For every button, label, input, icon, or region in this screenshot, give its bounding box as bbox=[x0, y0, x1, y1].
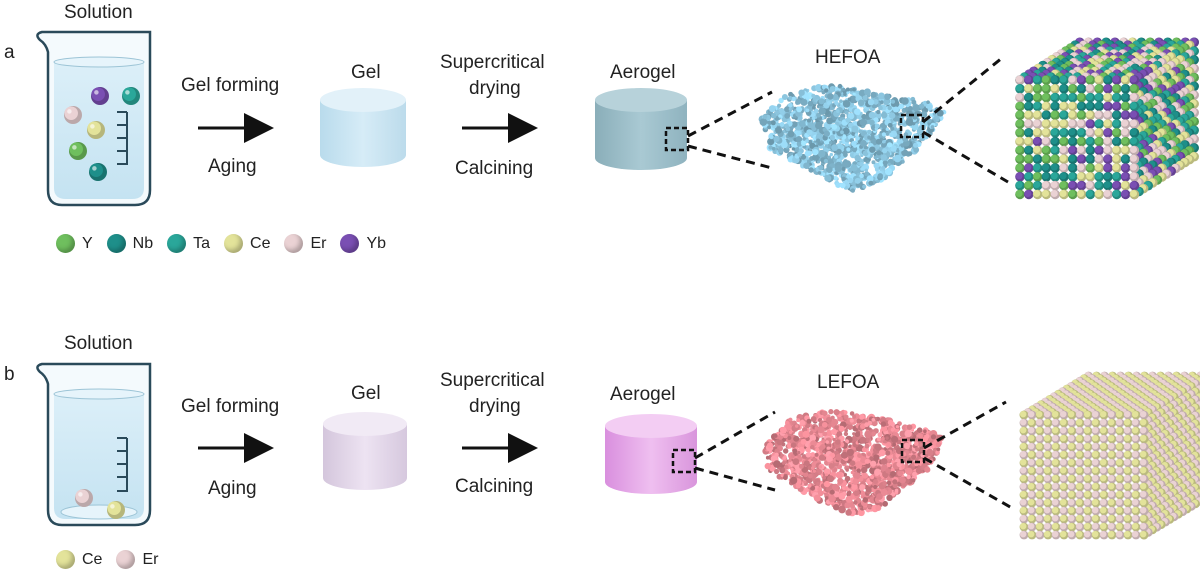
gel-label-b: Gel bbox=[351, 383, 381, 404]
step2-top-line2-b: drying bbox=[469, 396, 521, 417]
gel-cylinder-a bbox=[320, 88, 406, 167]
aerogel-cylinder-a bbox=[595, 88, 690, 170]
zoom-lines-a1 bbox=[687, 90, 773, 170]
atom-ball-icon bbox=[224, 234, 244, 253]
panel-a-legend-label: Ta bbox=[193, 234, 211, 252]
step2-top-line2-a: drying bbox=[469, 78, 521, 99]
panel-a-legend-item: Y bbox=[56, 234, 93, 253]
beaker-b bbox=[36, 362, 152, 527]
panel-b-legend-item: Er bbox=[116, 550, 158, 569]
aerogel-label-b: Aerogel bbox=[610, 384, 676, 405]
hefoa-atom-cube bbox=[1015, 37, 1199, 200]
atom-ball-icon bbox=[340, 234, 360, 253]
zoom-lines-b2 bbox=[923, 400, 1013, 510]
panel-b-legend-label: Ce bbox=[82, 550, 103, 568]
atom-ball-icon bbox=[284, 234, 304, 253]
zoom-lines-a2 bbox=[922, 56, 1009, 184]
panel-b-letter: b bbox=[4, 364, 15, 385]
panel-a-legend-item: Nb bbox=[106, 234, 154, 253]
panel-a-legend-item: Ce bbox=[224, 234, 270, 253]
element-legend-b: Ce Er bbox=[56, 550, 172, 569]
panel-a-legend-item: Er bbox=[284, 234, 326, 253]
step2-bottom-label-a: Calcining bbox=[455, 158, 534, 179]
atom-ball-icon bbox=[106, 234, 126, 253]
beaker-a bbox=[36, 30, 152, 207]
atom-ball-icon bbox=[167, 234, 187, 253]
product-label-b: LEFOA bbox=[817, 372, 880, 393]
panel-a-legend-item: Ta bbox=[167, 234, 210, 253]
step2-bottom-label-b: Calcining bbox=[455, 476, 534, 497]
aerogel-cylinder-b bbox=[605, 414, 697, 494]
zoom-lines-b1 bbox=[694, 410, 776, 492]
product-label-a: HEFOA bbox=[815, 47, 881, 68]
panel-a-letter: a bbox=[4, 42, 15, 63]
panel-a-legend-item: Yb bbox=[340, 234, 386, 253]
panel-a-legend-label: Y bbox=[82, 234, 93, 252]
panel-a-legend-label: Yb bbox=[366, 234, 387, 252]
gel-label-a: Gel bbox=[351, 62, 381, 83]
lefoa-zoom-box bbox=[900, 438, 926, 464]
atom-ball-icon bbox=[116, 550, 136, 569]
step2-top-line1-b: Supercritical bbox=[440, 370, 545, 391]
step2-top-line1-a: Supercritical bbox=[440, 52, 545, 73]
atom-ball-icon bbox=[56, 234, 75, 253]
panel-b-legend-label: Er bbox=[142, 550, 159, 568]
gel-cylinder-b bbox=[323, 412, 407, 490]
lefoa-particle-cloud bbox=[762, 409, 944, 517]
aerogel-label-a: Aerogel bbox=[610, 62, 676, 83]
step1-top-label-b: Gel forming bbox=[181, 396, 280, 417]
panel-a-legend-label: Ce bbox=[250, 234, 271, 252]
atom-ball-icon bbox=[56, 550, 75, 569]
step1-top-label-a: Gel forming bbox=[181, 75, 280, 96]
lefoa-atom-cube bbox=[1019, 371, 1200, 540]
hefoa-zoom-box bbox=[899, 113, 925, 139]
step1-bottom-label-b: Aging bbox=[208, 478, 257, 499]
solution-label-b: Solution bbox=[64, 333, 133, 354]
panel-a-legend-label: Er bbox=[310, 234, 327, 252]
solution-label-a: Solution bbox=[64, 2, 133, 23]
element-legend-a: Y Nb Ta Ce Er Yb bbox=[56, 234, 400, 253]
panel-a-legend-label: Nb bbox=[132, 234, 154, 252]
panel-b-legend-item: Ce bbox=[56, 550, 102, 569]
step1-bottom-label-a: Aging bbox=[208, 156, 257, 177]
